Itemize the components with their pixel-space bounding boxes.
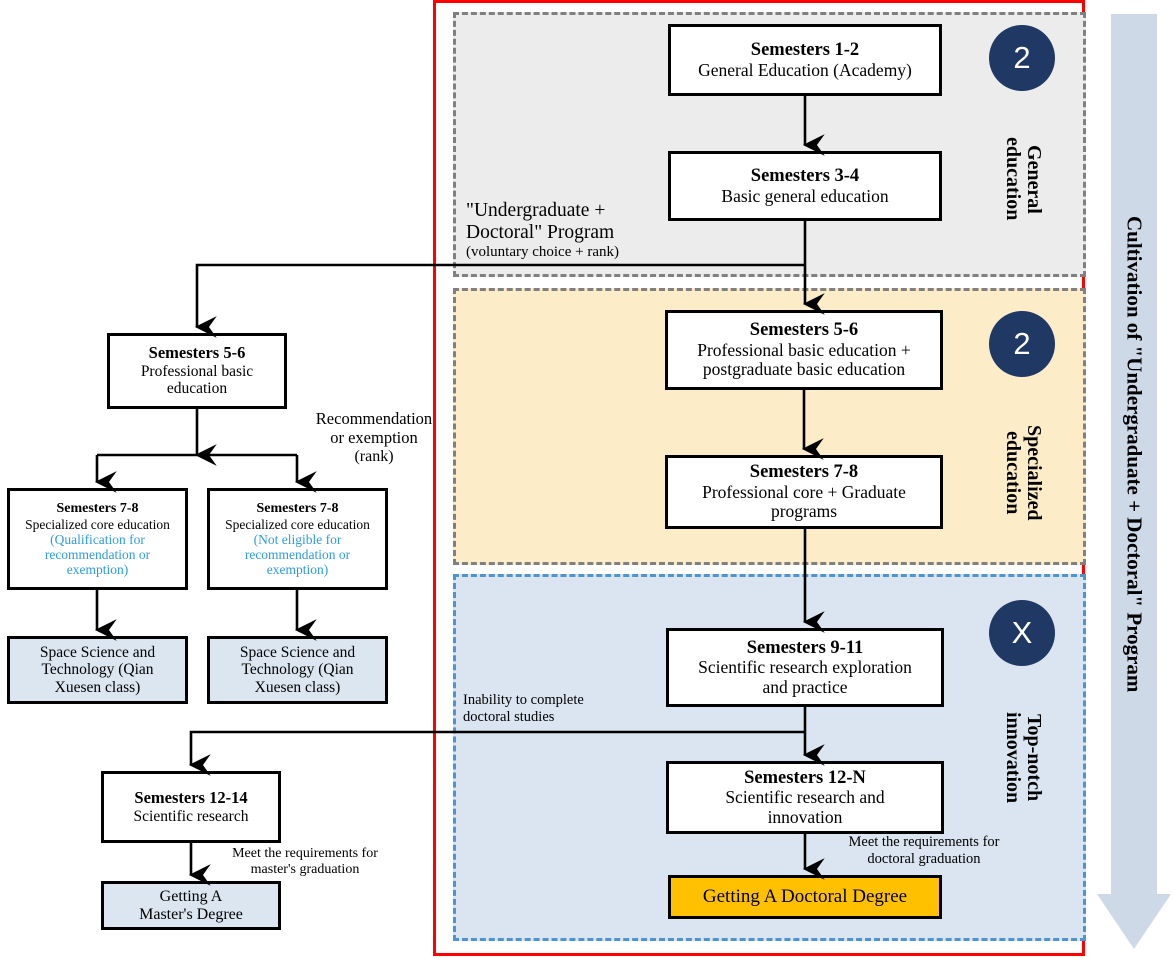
stage-label-topnotch-line1: Top-notch	[1023, 714, 1045, 802]
node-semesters-7-8-not-eligible[interactable]: Semesters 7-8 Specialized core education…	[207, 488, 388, 590]
program-choice-note-line1: "Undergraduate +	[466, 200, 606, 221]
node-semesters-7-8-qualified[interactable]: Semesters 7-8 Specialized core education…	[7, 488, 188, 590]
doctoral-graduation-edge-label-line2: doctoral graduation	[867, 850, 981, 867]
stage-badge-topnotch: X	[989, 600, 1055, 666]
node-semesters-1-2-title: Semesters 1-2	[750, 39, 860, 60]
node-qian-xuesen-class-left-line3: Xuesen class)	[54, 678, 141, 696]
arrow-shaft	[1111, 14, 1157, 894]
node-semesters-7-8-qualified-desc1: Specialized core education	[25, 516, 170, 532]
stage-label-specialized-line1: Specialized	[1023, 424, 1045, 521]
program-choice-note: "Undergraduate + Doctoral" Program (volu…	[466, 200, 666, 262]
master-graduation-edge-label-line2: master's graduation	[250, 861, 360, 877]
node-semesters-7-8-not-eligible-note3: exemption)	[266, 561, 329, 577]
node-semesters-12-n-desc1: Scientific research and	[725, 787, 885, 808]
node-qian-xuesen-class-right-line3: Xuesen class)	[254, 678, 341, 696]
node-master-degree[interactable]: Getting A Master's Degree	[101, 881, 281, 930]
stage-badge-specialized: 2	[989, 311, 1055, 377]
program-cultivation-label: Cultivation of "Undergraduate + Doctoral…	[1122, 215, 1147, 693]
recommendation-note-sub: (rank)	[354, 447, 394, 465]
master-graduation-edge-label: Meet the requirements for master's gradu…	[210, 846, 400, 878]
node-semesters-5-6-main-desc1: Professional basic education +	[697, 339, 911, 360]
stage-label-topnotch-line2: innovation	[1002, 712, 1024, 804]
stage-label-general: General education	[1000, 104, 1045, 254]
node-semesters-7-8-qualified-title: Semesters 7-8	[56, 500, 139, 516]
node-semesters-7-8-qualified-note1: (Qualification for	[50, 531, 145, 547]
node-semesters-12-n-desc2: innovation	[767, 806, 843, 827]
node-qian-xuesen-class-right-line1: Space Science and	[239, 643, 356, 661]
master-graduation-edge-label-line1: Meet the requirements for	[232, 846, 378, 861]
program-cultivation-arrow: Cultivation of "Undergraduate + Doctoral…	[1097, 14, 1171, 954]
stage-label-specialized: Specialized education	[1000, 390, 1045, 555]
node-semesters-7-8-not-eligible-title: Semesters 7-8	[256, 500, 339, 516]
recommendation-note: Recommendation or exemption (rank)	[284, 409, 464, 466]
node-semesters-3-4[interactable]: Semesters 3-4 Basic general education	[668, 151, 942, 221]
node-semesters-12-14-desc1: Scientific research	[133, 807, 249, 825]
doctoral-graduation-edge-label-line1: Meet the requirements for	[848, 834, 1000, 850]
doctoral-graduation-edge-label: Meet the requirements for doctoral gradu…	[824, 834, 1024, 867]
inability-note: Inability to complete doctoral studies	[463, 692, 673, 725]
node-semesters-5-6-left-desc1: Professional basic	[140, 362, 254, 380]
node-semesters-7-8-qualified-note2: recommendation or	[44, 546, 151, 562]
recommendation-note-line2: or exemption	[330, 427, 418, 447]
node-semesters-9-11-title: Semesters 9-11	[746, 637, 864, 658]
arrow-head-icon	[1097, 894, 1171, 949]
node-doctoral-degree[interactable]: Getting A Doctoral Degree	[668, 875, 942, 919]
node-semesters-7-8-not-eligible-note2: recommendation or	[244, 546, 351, 562]
node-semesters-12-14-title: Semesters 12-14	[134, 788, 248, 808]
stage-label-general-line2: education	[1002, 137, 1024, 221]
node-semesters-7-8-main-desc1: Professional core + Graduate	[702, 481, 906, 502]
node-qian-xuesen-class-left-line2: Technology (Qian	[41, 661, 154, 679]
node-semesters-7-8-main-title: Semesters 7-8	[749, 462, 859, 483]
node-semesters-12-n-title: Semesters 12-N	[744, 767, 866, 788]
node-semesters-5-6-main-title: Semesters 5-6	[749, 320, 859, 341]
node-semesters-5-6-left-desc2: education	[166, 380, 228, 398]
stage-label-topnotch: Top-notch innovation	[1000, 678, 1045, 838]
recommendation-note-line1: Recommendation	[315, 409, 433, 428]
node-doctoral-degree-label: Getting A Doctoral Degree	[702, 886, 908, 908]
node-master-degree-line1: Getting A	[159, 887, 223, 905]
stage-label-specialized-line2: education	[1002, 430, 1024, 515]
node-qian-xuesen-class-right[interactable]: Space Science and Technology (Qian Xuese…	[207, 636, 388, 704]
inability-note-line2: doctoral studies	[463, 708, 555, 725]
node-semesters-9-11-desc2: and practice	[762, 676, 848, 697]
node-semesters-5-6-left[interactable]: Semesters 5-6 Professional basic educati…	[107, 333, 287, 409]
node-semesters-9-11[interactable]: Semesters 9-11 Scientific research explo…	[666, 628, 944, 707]
node-semesters-7-8-main-desc2: programs	[770, 501, 838, 522]
node-qian-xuesen-class-left-line1: Space Science and	[39, 643, 156, 661]
node-semesters-9-11-desc1: Scientific research exploration	[698, 657, 912, 678]
node-semesters-12-n[interactable]: Semesters 12-N Scientific research and i…	[666, 761, 944, 834]
node-semesters-7-8-not-eligible-desc1: Specialized core education	[225, 516, 370, 532]
node-semesters-7-8-not-eligible-note1: (Not eligible for	[253, 531, 342, 547]
node-qian-xuesen-class-left[interactable]: Space Science and Technology (Qian Xuese…	[7, 636, 188, 704]
node-semesters-3-4-desc1: Basic general education	[721, 185, 889, 206]
node-semesters-5-6-main[interactable]: Semesters 5-6 Professional basic educati…	[665, 310, 943, 390]
node-qian-xuesen-class-right-line2: Technology (Qian	[241, 661, 354, 679]
node-semesters-7-8-qualified-note3: exemption)	[66, 561, 129, 577]
node-semesters-1-2[interactable]: Semesters 1-2 General Education (Academy…	[668, 24, 942, 96]
node-semesters-3-4-title: Semesters 3-4	[750, 165, 860, 186]
node-semesters-1-2-desc1: General Education (Academy)	[698, 59, 912, 80]
node-semesters-5-6-main-desc2: postgraduate basic education	[702, 359, 906, 380]
node-semesters-12-14[interactable]: Semesters 12-14 Scientific research	[101, 771, 281, 843]
inability-note-line1: Inability to complete	[463, 692, 584, 708]
program-choice-note-sub: (voluntary choice + rank)	[466, 244, 619, 261]
node-semesters-7-8-main[interactable]: Semesters 7-8 Professional core + Gradua…	[665, 455, 943, 529]
node-master-degree-line2: Master's Degree	[139, 905, 243, 923]
stage-badge-general: 2	[989, 25, 1055, 91]
stage-label-general-line1: General	[1023, 144, 1045, 214]
program-choice-note-line2: Doctoral" Program	[466, 222, 615, 244]
node-semesters-5-6-left-title: Semesters 5-6	[148, 343, 246, 363]
